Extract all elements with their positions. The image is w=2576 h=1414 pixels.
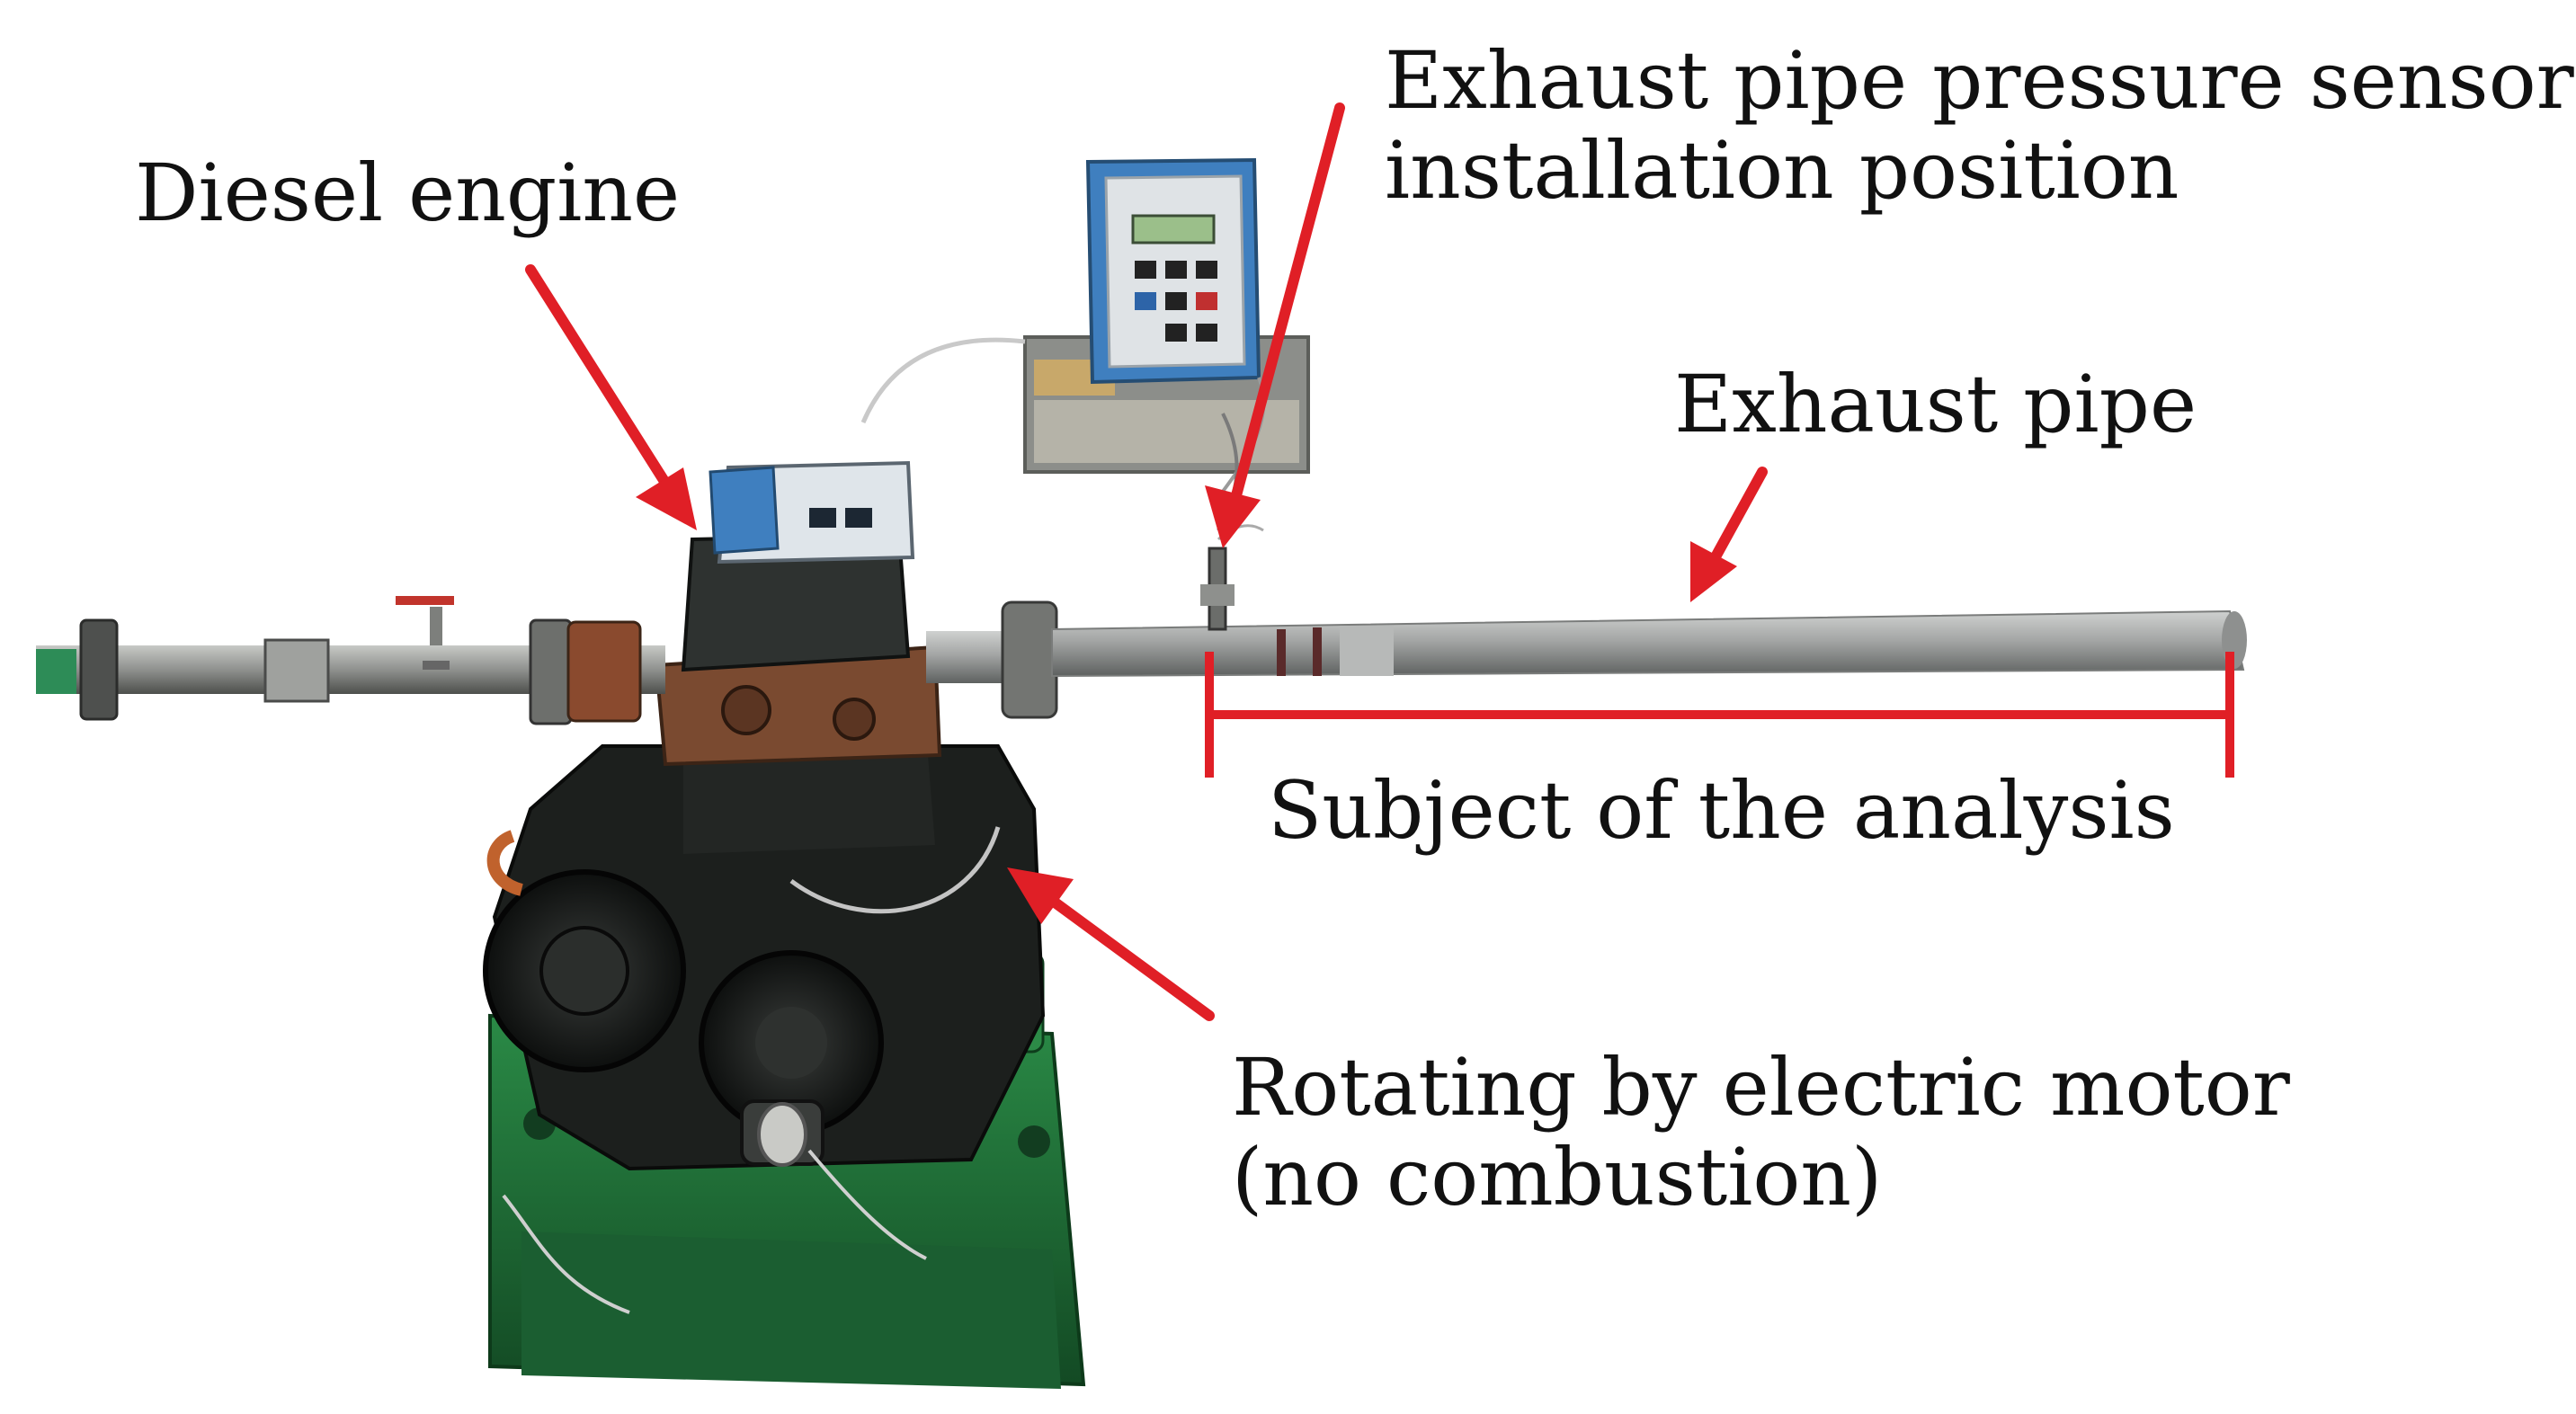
pressure-sensor bbox=[1200, 524, 1264, 631]
subject-of-analysis-label: Subject of the analysis bbox=[1268, 764, 2175, 857]
diesel-engine-label: Diesel engine bbox=[135, 147, 681, 239]
exhaust-pipe-label: Exhaust pipe bbox=[1674, 358, 2197, 450]
cylinder-head bbox=[654, 460, 942, 767]
arrow-exhaust-pipe bbox=[1690, 467, 1768, 602]
electric-motor-label: Rotating by electric motor (no combustio… bbox=[1232, 1043, 2290, 1223]
exhaust-pipe bbox=[926, 600, 2247, 719]
sensor-position-label-line-2: installation position bbox=[1385, 124, 2179, 217]
diesel-engine-block bbox=[483, 733, 1046, 1260]
electric-motor-label-line-1: Rotating by electric motor bbox=[1232, 1041, 2290, 1134]
analysis-dimension-bracket bbox=[1205, 652, 2234, 778]
sensor-position-label: Exhaust pipe pressure sensor installatio… bbox=[1385, 36, 2574, 216]
arrow-sensor-position bbox=[1205, 102, 1345, 548]
electric-motor-label-line-2: (no combustion) bbox=[1232, 1131, 1883, 1223]
controller-unit bbox=[860, 157, 1310, 531]
arrow-motor bbox=[1007, 867, 1215, 1021]
arrow-diesel-engine bbox=[525, 264, 697, 530]
sensor-position-label-line-1: Exhaust pipe pressure sensor bbox=[1385, 34, 2574, 127]
left-pipe-section bbox=[36, 596, 665, 725]
